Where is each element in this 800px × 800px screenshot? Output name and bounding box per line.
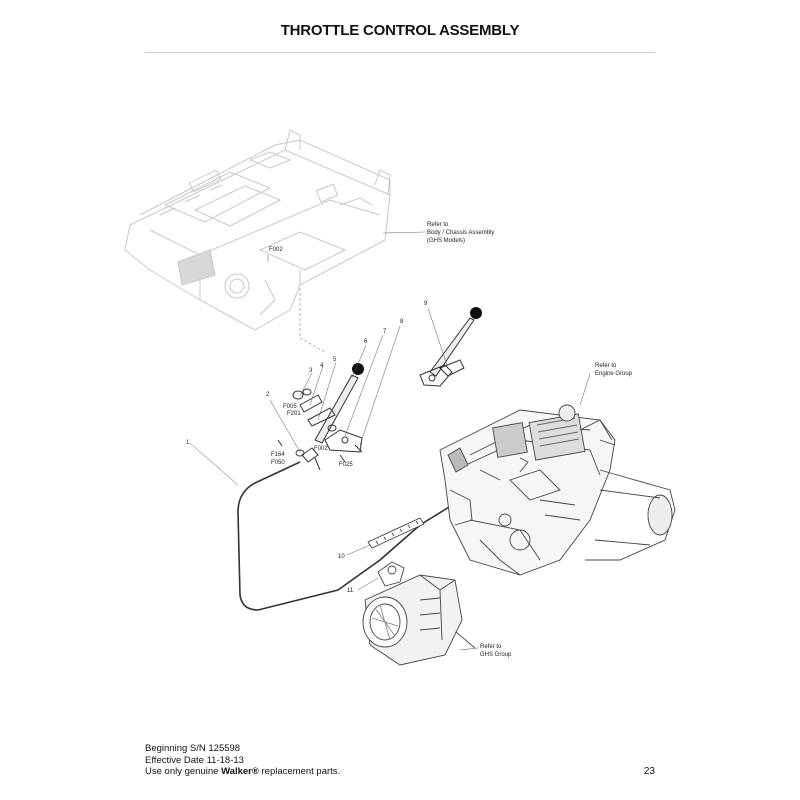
callout-11: 11 <box>347 588 354 594</box>
fastener-label-f005: F005 <box>283 404 297 410</box>
callout-8: 8 <box>400 319 404 325</box>
fastener-label-f025: F025 <box>339 462 353 468</box>
chassis-illustration <box>124 129 391 331</box>
ref-ghs-line1: Refer to <box>480 644 502 650</box>
leader-lines <box>189 307 591 651</box>
ref-engine-line1: Refer to <box>595 363 617 369</box>
callout-4: 4 <box>320 363 324 369</box>
ghs-housing-illustration <box>362 561 476 666</box>
throttle-knob-icon <box>352 363 364 375</box>
serial-number-text: Beginning S/N 125598 <box>145 743 241 754</box>
engine-illustration <box>439 404 676 576</box>
ref-ghs-line2: GHS Group <box>480 652 512 658</box>
notice-prefix: Use only genuine <box>145 766 222 777</box>
callout-9: 9 <box>424 301 428 307</box>
leader-body <box>382 231 426 234</box>
page-title: THROTTLE CONTROL ASSEMBLY <box>280 22 520 39</box>
lever-knob-icon <box>470 307 482 319</box>
throttle-lever-assembly <box>277 374 363 471</box>
fastener-label-f002-top: F002 <box>269 247 283 253</box>
ref-body-line3: (GHS Models) <box>427 238 465 244</box>
callout-7: 7 <box>383 329 387 335</box>
callout-2: 2 <box>266 392 270 398</box>
callout-1: 1 <box>186 440 190 446</box>
callout-3: 3 <box>309 368 313 374</box>
guide-line <box>299 288 326 353</box>
callout-6: 6 <box>364 339 368 345</box>
ref-body-line2: Body / Chassis Assembly <box>427 230 494 236</box>
fastener-label-f201: F201 <box>287 411 301 417</box>
throttle-cable <box>237 454 541 611</box>
notice-suffix: replacement parts. <box>258 766 341 777</box>
lever-9-assembly <box>419 317 475 387</box>
genuine-parts-notice: Use only genuine Walker® replacement par… <box>145 766 340 778</box>
ref-engine-line2: Engine Group <box>595 371 633 377</box>
page-number: 23 <box>643 766 655 777</box>
callout-10: 10 <box>338 554 345 560</box>
title-divider <box>145 52 655 53</box>
page-footer: Beginning S/N 125598 Effective Date 11-1… <box>145 743 340 778</box>
brand-name: Walker® <box>221 766 259 777</box>
cable-sleeve <box>367 517 425 549</box>
callout-5: 5 <box>333 357 337 363</box>
fastener-label-f164: F164 <box>271 452 285 458</box>
ref-body-line1: Refer to <box>427 222 449 228</box>
fastener-label-f050: F050 <box>271 460 285 466</box>
fastener-label-f002-mid: F002 <box>314 446 328 452</box>
effective-date-text: Effective Date 11-18-13 <box>145 754 244 766</box>
